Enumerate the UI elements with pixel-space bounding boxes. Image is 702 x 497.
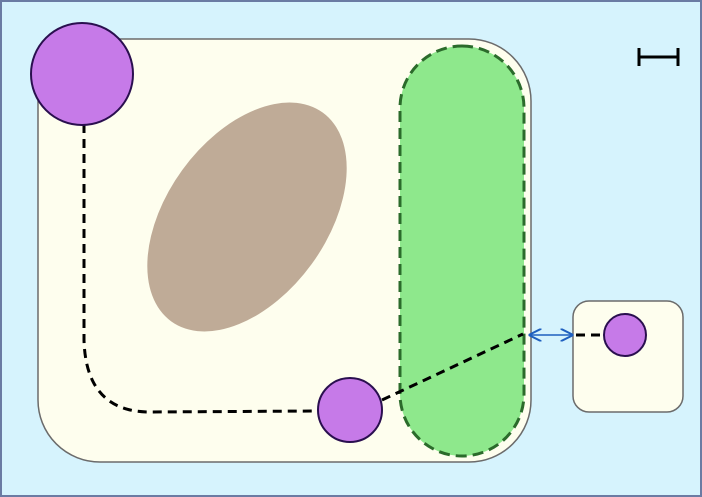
brown-ellipse: [147, 102, 347, 332]
purple-node-bottom: [317, 377, 383, 443]
purple-node-top-left: [30, 22, 134, 126]
dashed-path: [82, 124, 524, 414]
scale-bar: [637, 48, 680, 66]
purple-node-small-cell: [603, 313, 647, 357]
green-capsule: [398, 44, 526, 458]
